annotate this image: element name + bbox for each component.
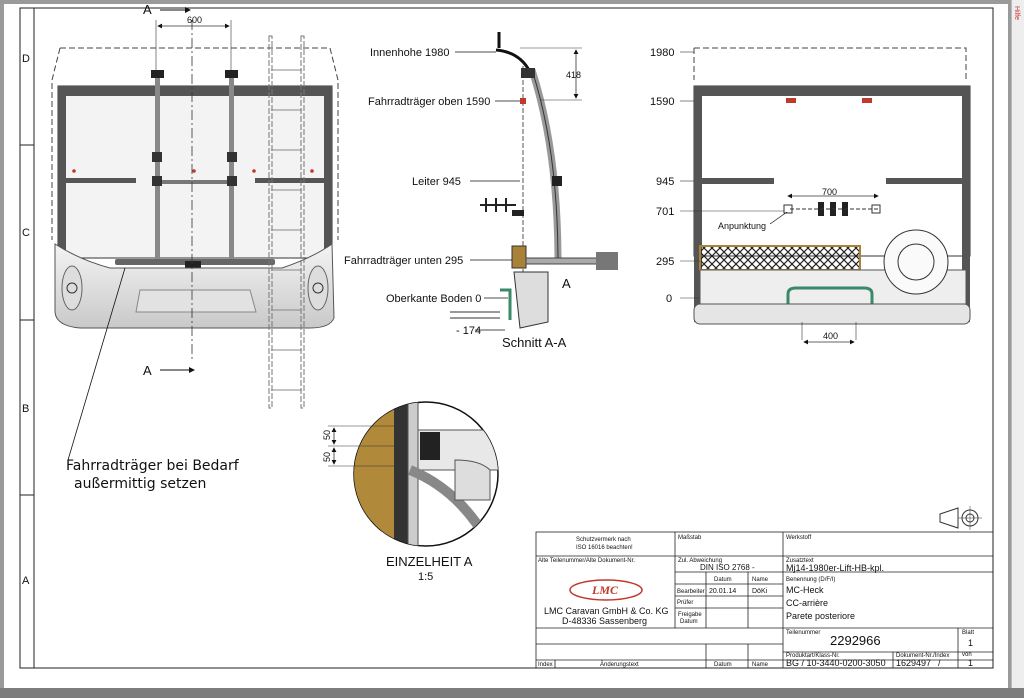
tb-datum-label: Datum — [714, 577, 732, 583]
dim-400: 400 — [823, 331, 838, 341]
tb-von: 1 — [968, 658, 973, 668]
title-block — [535, 531, 994, 669]
tb-massstab-label: Maßstab — [678, 535, 702, 541]
section-caption: Schnitt A-A — [502, 335, 567, 350]
tb-dokument-index: / — [938, 658, 941, 668]
label-traeger-oben: Fahrradträger oben 1590 — [368, 96, 490, 108]
tb-von-label: von — [962, 652, 972, 658]
level-945: 945 — [656, 176, 674, 188]
rear-view-left — [51, 7, 339, 461]
side-tab-label: Hilfe — [1013, 6, 1020, 21]
tb-company: LMC Caravan GmbH & Co. KG — [544, 606, 669, 616]
label-anpunktung: Anpunktung — [718, 221, 766, 231]
tb-zul-abw-value: DIN ISO 2768 - — [700, 563, 755, 572]
status-bar — [0, 688, 1024, 698]
tb-benennung-label: Benennung (D/F/I) — [786, 577, 835, 583]
zone-label-a: A — [22, 575, 30, 587]
detail-scale: 1:5 — [418, 571, 433, 583]
zone-label-c: C — [22, 227, 30, 239]
tb-freigabe-label-1: Freigabe — [678, 612, 702, 618]
tb-benennung-1: MC-Heck — [786, 585, 824, 595]
level-0: 0 — [666, 293, 672, 305]
tb-name-label-2: Name — [752, 662, 769, 668]
lmc-logo-icon — [569, 579, 643, 601]
note-line-2: außermittig setzen — [74, 476, 206, 492]
detail-dim-top: 50 — [322, 430, 332, 440]
tb-datum-label-2: Datum — [714, 662, 732, 668]
label-innenhoehe: Innenhohe 1980 — [370, 47, 450, 59]
label-traeger-unten: Fahrradträger unten 295 — [344, 255, 463, 267]
detail-a — [328, 401, 499, 547]
tb-blatt: 1 — [968, 638, 973, 648]
detail-dim-bottom: 50 — [322, 452, 332, 462]
tb-logo-text: LMC — [591, 583, 619, 597]
note-line-1: Fahrradträger bei Bedarf — [66, 458, 240, 474]
tb-pruefer-label: Prüfer — [677, 600, 693, 606]
tb-teilenummer-label: Teilenummer — [786, 630, 820, 636]
label-neg-174: - 174 — [456, 325, 481, 337]
rear-view-right — [680, 47, 971, 345]
projection-symbol-icon — [939, 506, 982, 530]
drawing-border — [19, 7, 994, 669]
tb-alte-teil-label: Alte Teilenummer/Alte Dokument-Nr. — [538, 558, 635, 564]
detail-title: EINZELHEIT A — [386, 554, 473, 569]
level-701: 701 — [656, 206, 674, 218]
dim-700: 700 — [822, 187, 837, 197]
tb-benennung-3: Parete posteriore — [786, 611, 855, 621]
zone-label-b: B — [22, 403, 29, 415]
section-marker-right: A — [562, 276, 571, 291]
tb-benennung-2: CC-arrière — [786, 598, 828, 608]
level-1980: 1980 — [650, 47, 674, 59]
side-panel-tab[interactable]: Hilfe — [1011, 0, 1024, 698]
label-oberkante-boden: Oberkante Boden 0 — [386, 293, 481, 305]
tb-schutz-2: ISO 16016 beachten! — [576, 545, 633, 551]
zone-label-d: D — [22, 53, 30, 65]
tb-werkstoff-label: Werkstoff — [786, 535, 811, 541]
level-295: 295 — [656, 256, 674, 268]
section-marker-top: A — [143, 2, 152, 17]
tb-name-label: Name — [752, 577, 769, 583]
tb-produktart: BG / 10-3440-0200-3050 — [786, 658, 886, 668]
tb-teilenummer: 2292966 — [830, 633, 881, 648]
tb-zusatztext-value: Mj14-1980er-Lift-HB-kpl. — [786, 563, 884, 573]
label-leiter: Leiter 945 — [412, 176, 461, 188]
tb-zusatztext-label: Zusatztext — [786, 558, 814, 564]
tb-produktart-label: Produktart/Klass-Nr. — [786, 653, 840, 659]
section-marker-bottom: A — [143, 363, 152, 378]
section-a-a — [450, 32, 618, 331]
tb-address: D-48336 Sassenberg — [562, 616, 647, 626]
tb-zul-abw-label: Zul. Abweichung — [678, 558, 722, 564]
tb-bearbeiter-datum: 20.01.14 — [709, 588, 736, 595]
dim-418: 418 — [566, 70, 581, 80]
tb-index-label: Index — [538, 662, 553, 668]
ladder-side-view — [268, 35, 305, 409]
tb-bearbeiter-name: DöKi — [752, 588, 768, 595]
tb-bearbeiter-label: Bearbeiter — [677, 589, 705, 595]
tb-dokument: 1629497 — [896, 658, 931, 668]
level-1590: 1590 — [650, 96, 674, 108]
tb-freigabe-label-2: Datum — [680, 619, 698, 625]
tb-aenderung-label: Änderungstext — [600, 661, 639, 668]
tb-schutz-1: Schutzvermerk nach — [576, 537, 631, 543]
tb-blatt-label: Blatt — [962, 630, 974, 636]
dim-600: 600 — [187, 15, 202, 25]
tb-dokument-label: Dokument-Nr./Index — [896, 653, 949, 659]
